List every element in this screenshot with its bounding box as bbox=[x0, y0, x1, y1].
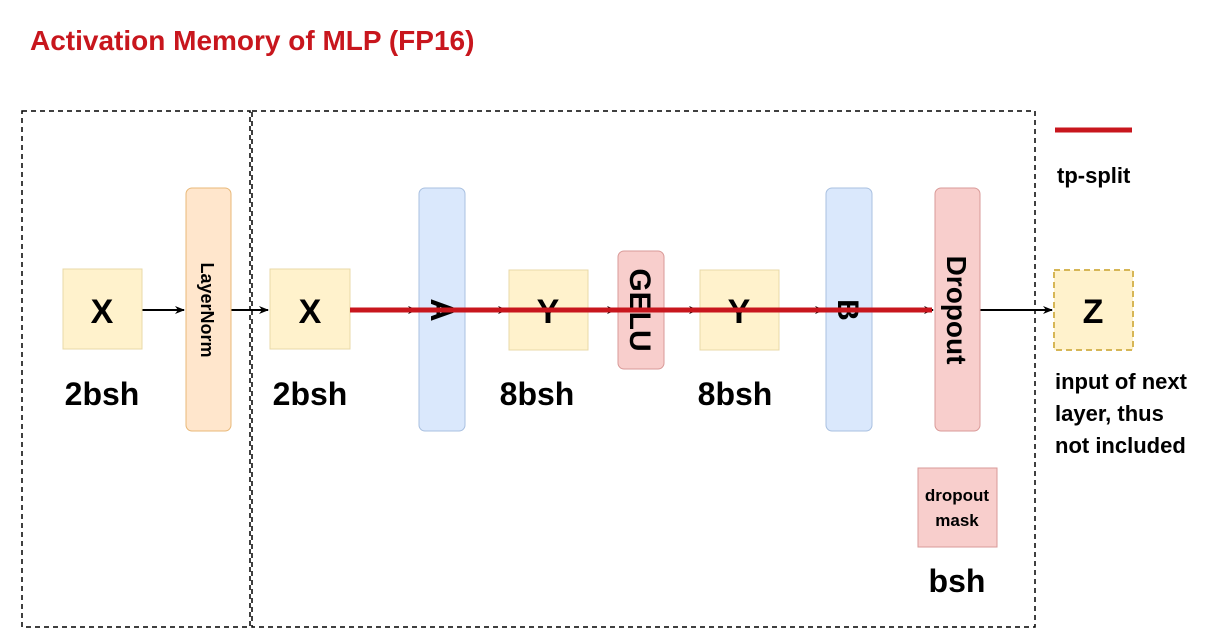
x-input-label: X bbox=[91, 293, 114, 331]
dropout-mask-box bbox=[917, 467, 998, 548]
z-output-label: Z bbox=[1083, 293, 1104, 331]
dropout-label: Dropout bbox=[941, 256, 972, 365]
dropout-mask-label-1: dropout bbox=[925, 486, 990, 505]
layernorm-group-box bbox=[21, 110, 251, 628]
dropout-block bbox=[934, 187, 981, 432]
x-norm-label: X bbox=[299, 293, 322, 331]
x-norm-size: 2bsh bbox=[273, 376, 348, 412]
x-norm-box bbox=[269, 268, 351, 350]
note-line-1: input of next bbox=[1055, 369, 1188, 394]
z-output-box bbox=[1053, 269, 1134, 351]
note-line-2: layer, thus bbox=[1055, 401, 1164, 426]
y2-size: 8bsh bbox=[698, 376, 773, 412]
note-line-3: not included bbox=[1055, 433, 1186, 458]
dropout-mask-label-2: mask bbox=[935, 511, 979, 530]
layernorm-label: LayerNorm bbox=[197, 262, 217, 357]
dropout-mask-size: bsh bbox=[929, 563, 986, 599]
legend-tp-split-label: tp-split bbox=[1057, 163, 1131, 188]
x-input-size: 2bsh bbox=[65, 376, 140, 412]
layernorm-block bbox=[185, 187, 232, 432]
mlp-group-box bbox=[251, 110, 1036, 628]
y1-size: 8bsh bbox=[500, 376, 575, 412]
x-input-box bbox=[62, 268, 143, 350]
diagram-title: Activation Memory of MLP (FP16) bbox=[30, 25, 474, 56]
